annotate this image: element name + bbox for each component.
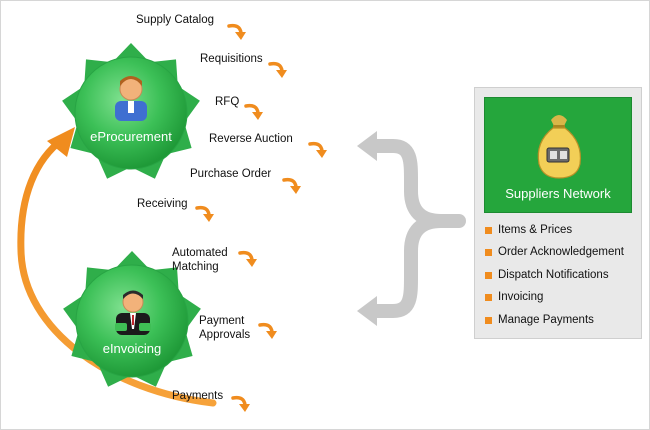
network-feature-item: Items & Prices (485, 224, 624, 246)
procurement-item: Supply Catalog (136, 14, 214, 26)
bullet-icon (485, 249, 492, 257)
network-feature-item: Invoicing (485, 291, 624, 313)
curl-arrow-icon (282, 177, 301, 194)
connector-arrow-top (357, 131, 377, 161)
suppliers-network-title: Suppliers Network (505, 186, 611, 201)
network-feature-item: Dispatch Notifications (485, 269, 624, 291)
curl-arrow-icon (238, 250, 257, 267)
money-bag-icon (537, 115, 582, 179)
curl-arrow-icon (308, 141, 327, 158)
bullet-icon (485, 316, 492, 324)
flow-arrow-arc (17, 135, 217, 407)
network-feature-list: Items & Prices Order Acknowledgement Dis… (485, 224, 624, 336)
bullet-icon (485, 271, 492, 279)
curl-arrow-icon (231, 395, 250, 412)
procurement-item: Reverse Auction (209, 133, 293, 145)
bullet-icon (485, 227, 492, 234)
flow-arrow-head (47, 127, 75, 157)
procurement-item: Receiving (137, 198, 188, 210)
user-icon (115, 76, 147, 121)
procurement-item: Requisitions (200, 53, 263, 65)
suppliers-network-header: Suppliers Network (484, 97, 632, 213)
einvoicing-title: eInvoicing (102, 341, 162, 356)
procurement-item: RFQ (215, 96, 240, 108)
network-feature-item: Order Acknowledgement (485, 246, 624, 268)
procurement-item: Purchase Order (190, 168, 272, 180)
bullet-icon (485, 294, 492, 302)
suppliers-network-panel: Suppliers Network Items & Prices Order A… (474, 87, 642, 339)
curl-arrow-icon (227, 23, 246, 40)
curl-arrow-icon (195, 205, 214, 222)
eprocurement-title: eProcurement (90, 129, 172, 144)
curl-arrow-icon (244, 103, 263, 120)
businessman-icon (115, 290, 151, 335)
connector-bracket (366, 139, 466, 318)
invoicing-item: Payments (172, 390, 224, 402)
network-feature-item: Manage Payments (485, 314, 624, 336)
curl-arrow-icon (258, 322, 277, 339)
connector-arrow-bottom (357, 296, 377, 326)
curl-arrow-icon (268, 61, 287, 78)
